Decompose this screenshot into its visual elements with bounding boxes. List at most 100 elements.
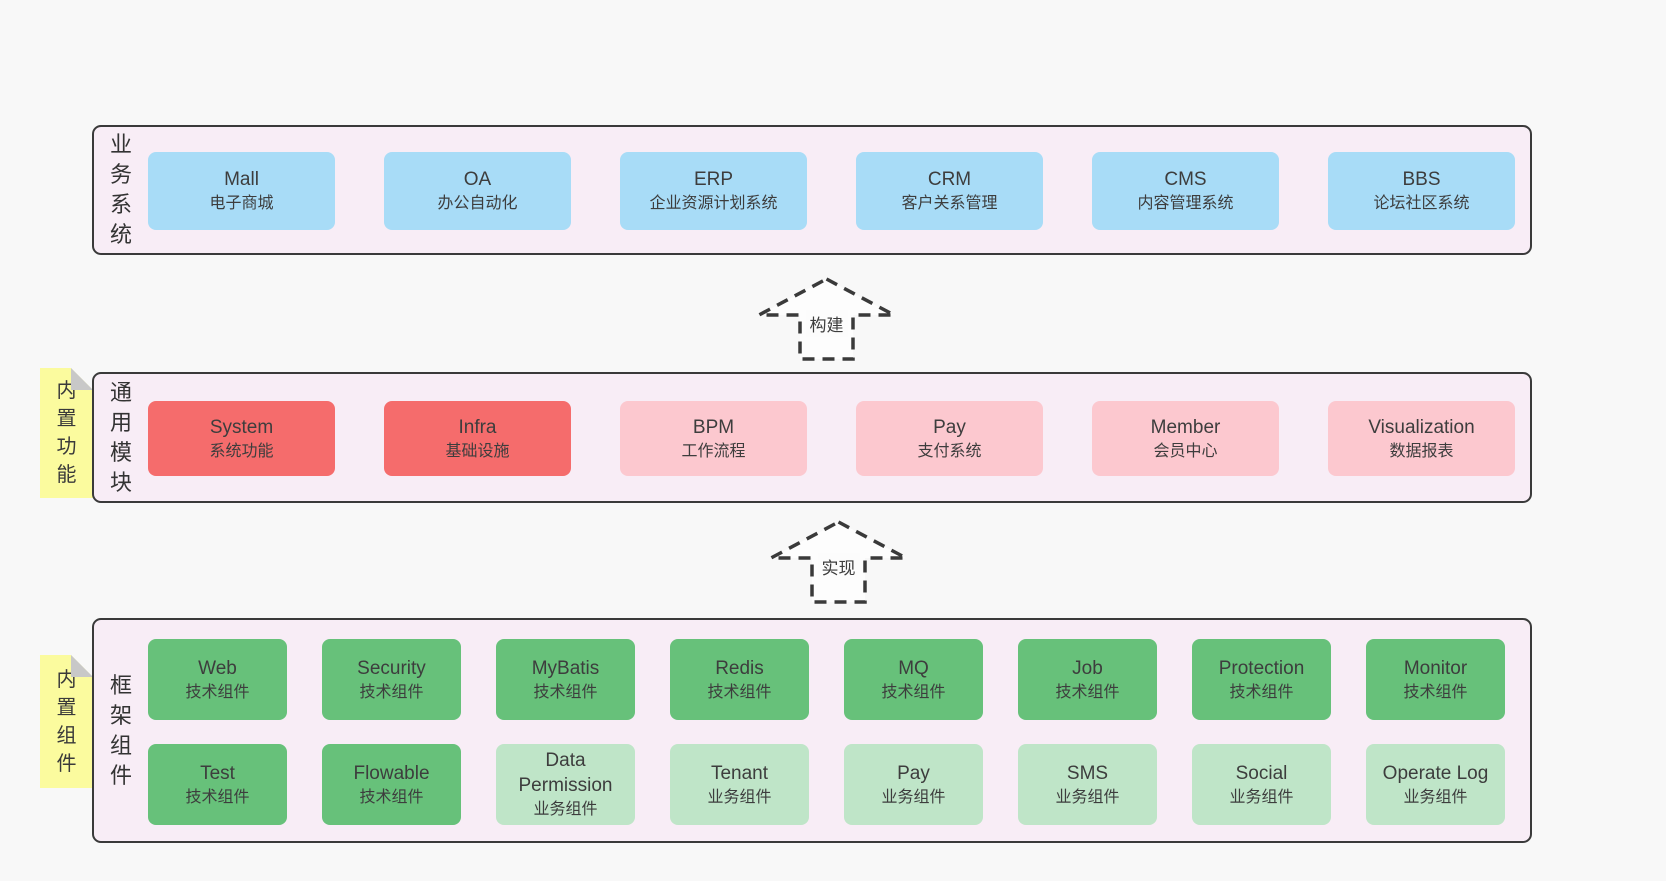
band-label-common-modules: 通用模块	[109, 379, 132, 495]
module-box-row: System 系统功能 Infra 基础设施 BPM 工作流程 Pay 支付系统…	[148, 401, 1515, 476]
box-pay-component: Pay 业务组件	[844, 744, 983, 825]
box-title: Redis	[715, 657, 764, 679]
box-subtitle: 会员中心	[1153, 442, 1218, 460]
box-operate-log: Operate Log 业务组件	[1366, 744, 1505, 825]
sticky-note-built-in-features: 内置功能	[40, 368, 93, 498]
box-title: OA	[463, 169, 492, 190]
box-subtitle: 支付系统	[917, 442, 982, 460]
box-subtitle: 技术组件	[1055, 683, 1120, 701]
box-redis: Redis 技术组件	[670, 639, 809, 720]
band-label-business-systems: 业务系统	[109, 132, 132, 247]
box-title: Social	[1235, 762, 1288, 784]
box-title: ERP	[693, 169, 734, 190]
box-subtitle: 数据报表	[1389, 442, 1454, 460]
box-title: Web	[198, 657, 237, 679]
box-infra: Infra 基础设施	[384, 401, 571, 476]
box-title: SMS	[1066, 762, 1109, 784]
box-subtitle: 技术组件	[533, 683, 598, 701]
box-flowable: Flowable 技术组件	[322, 744, 461, 825]
box-title: BPM	[692, 416, 735, 438]
box-social: Social 业务组件	[1192, 744, 1331, 825]
box-subtitle: 业务组件	[1055, 788, 1120, 806]
box-subtitle: 论坛社区系统	[1373, 195, 1470, 212]
box-title: Visualization	[1368, 416, 1475, 438]
arrow-implement: 实现	[768, 519, 909, 605]
box-title: CRM	[927, 169, 972, 190]
box-title: Test	[200, 762, 235, 784]
box-title: Protection	[1218, 657, 1305, 679]
box-title: Monitor	[1403, 657, 1468, 679]
arrow-build-label: 构建	[805, 310, 848, 337]
box-bbs: BBS 论坛社区系统	[1328, 152, 1515, 230]
box-subtitle: 业务组件	[1403, 788, 1468, 806]
box-title: Mall	[224, 169, 259, 190]
box-member: Member 会员中心	[1092, 401, 1279, 476]
box-subtitle: 业务组件	[1229, 788, 1294, 806]
box-subtitle: 内容管理系统	[1137, 195, 1234, 212]
component-box-row-1: Web 技术组件 Security 技术组件 MyBatis 技术组件 Redi…	[148, 639, 1505, 720]
sticky-note-label: 内置组件	[56, 668, 77, 775]
box-data-permission: Data Permission 业务组件	[496, 744, 635, 825]
box-protection: Protection 技术组件	[1192, 639, 1331, 720]
box-cms: CMS 内容管理系统	[1092, 152, 1279, 230]
box-subtitle: 业务组件	[707, 788, 772, 806]
box-web: Web 技术组件	[148, 639, 287, 720]
box-title: BBS	[1402, 169, 1441, 190]
box-subtitle: 技术组件	[359, 788, 424, 806]
box-mq: MQ 技术组件	[844, 639, 983, 720]
box-subtitle: 客户关系管理	[901, 195, 998, 212]
box-title: MQ	[898, 657, 929, 679]
box-title: Data Permission	[518, 750, 613, 796]
sticky-note-label: 内置功能	[56, 380, 77, 486]
business-box-row: Mall 电子商城 OA 办公自动化 ERP 企业资源计划系统 CRM 客户关系…	[148, 152, 1515, 230]
folded-corner-icon	[71, 368, 93, 390]
box-title: Job	[1072, 657, 1103, 679]
box-test: Test 技术组件	[148, 744, 287, 825]
box-title: System	[209, 416, 274, 438]
box-subtitle: 系统功能	[209, 442, 274, 460]
box-monitor: Monitor 技术组件	[1366, 639, 1505, 720]
box-subtitle: 办公自动化	[437, 195, 518, 212]
box-system: System 系统功能	[148, 401, 335, 476]
box-title: Pay	[933, 416, 966, 438]
box-crm: CRM 客户关系管理	[856, 152, 1043, 230]
box-title: Tenant	[710, 762, 769, 784]
box-title: Operate Log	[1382, 762, 1489, 784]
box-pay-system: Pay 支付系统	[856, 401, 1043, 476]
box-subtitle: 业务组件	[533, 801, 598, 818]
box-subtitle: 技术组件	[185, 683, 250, 701]
box-title: Member	[1150, 416, 1221, 438]
box-visualization: Visualization 数据报表	[1328, 401, 1515, 476]
arrow-build: 构建	[756, 276, 897, 362]
box-erp: ERP 企业资源计划系统	[620, 152, 807, 230]
box-subtitle: 技术组件	[1229, 683, 1294, 701]
box-subtitle: 技术组件	[707, 683, 772, 701]
box-title: Pay	[897, 762, 930, 784]
box-title: Flowable	[353, 762, 430, 784]
component-box-row-2: Test 技术组件 Flowable 技术组件 Data Permission …	[148, 744, 1505, 825]
box-subtitle: 电子商城	[209, 195, 274, 212]
folded-corner-icon	[71, 655, 93, 677]
box-subtitle: 技术组件	[1403, 683, 1468, 701]
box-subtitle: 基础设施	[445, 442, 510, 460]
box-mybatis: MyBatis 技术组件	[496, 639, 635, 720]
box-title: MyBatis	[531, 657, 600, 679]
box-subtitle: 技术组件	[881, 683, 946, 701]
box-job: Job 技术组件	[1018, 639, 1157, 720]
box-mall: Mall 电子商城	[148, 152, 335, 230]
box-title: CMS	[1164, 169, 1207, 190]
box-subtitle: 工作流程	[681, 442, 746, 460]
arrow-implement-label: 实现	[817, 553, 860, 580]
box-sms: SMS 业务组件	[1018, 744, 1157, 825]
box-title: Infra	[458, 416, 497, 438]
box-subtitle: 技术组件	[359, 683, 424, 701]
band-label-framework-components: 框架组件	[109, 672, 132, 788]
box-tenant: Tenant 业务组件	[670, 744, 809, 825]
box-subtitle: 技术组件	[185, 788, 250, 806]
band-business-systems: 业务系统 Mall 电子商城 OA 办公自动化 ERP 企业资源计划系统 CRM…	[92, 125, 1532, 255]
box-security: Security 技术组件	[322, 639, 461, 720]
box-bpm: BPM 工作流程	[620, 401, 807, 476]
box-title: Security	[357, 657, 426, 679]
band-framework-components: 框架组件 Web 技术组件 Security 技术组件 MyBatis 技术组件…	[92, 618, 1532, 843]
sticky-note-built-in-components: 内置组件	[40, 655, 93, 788]
